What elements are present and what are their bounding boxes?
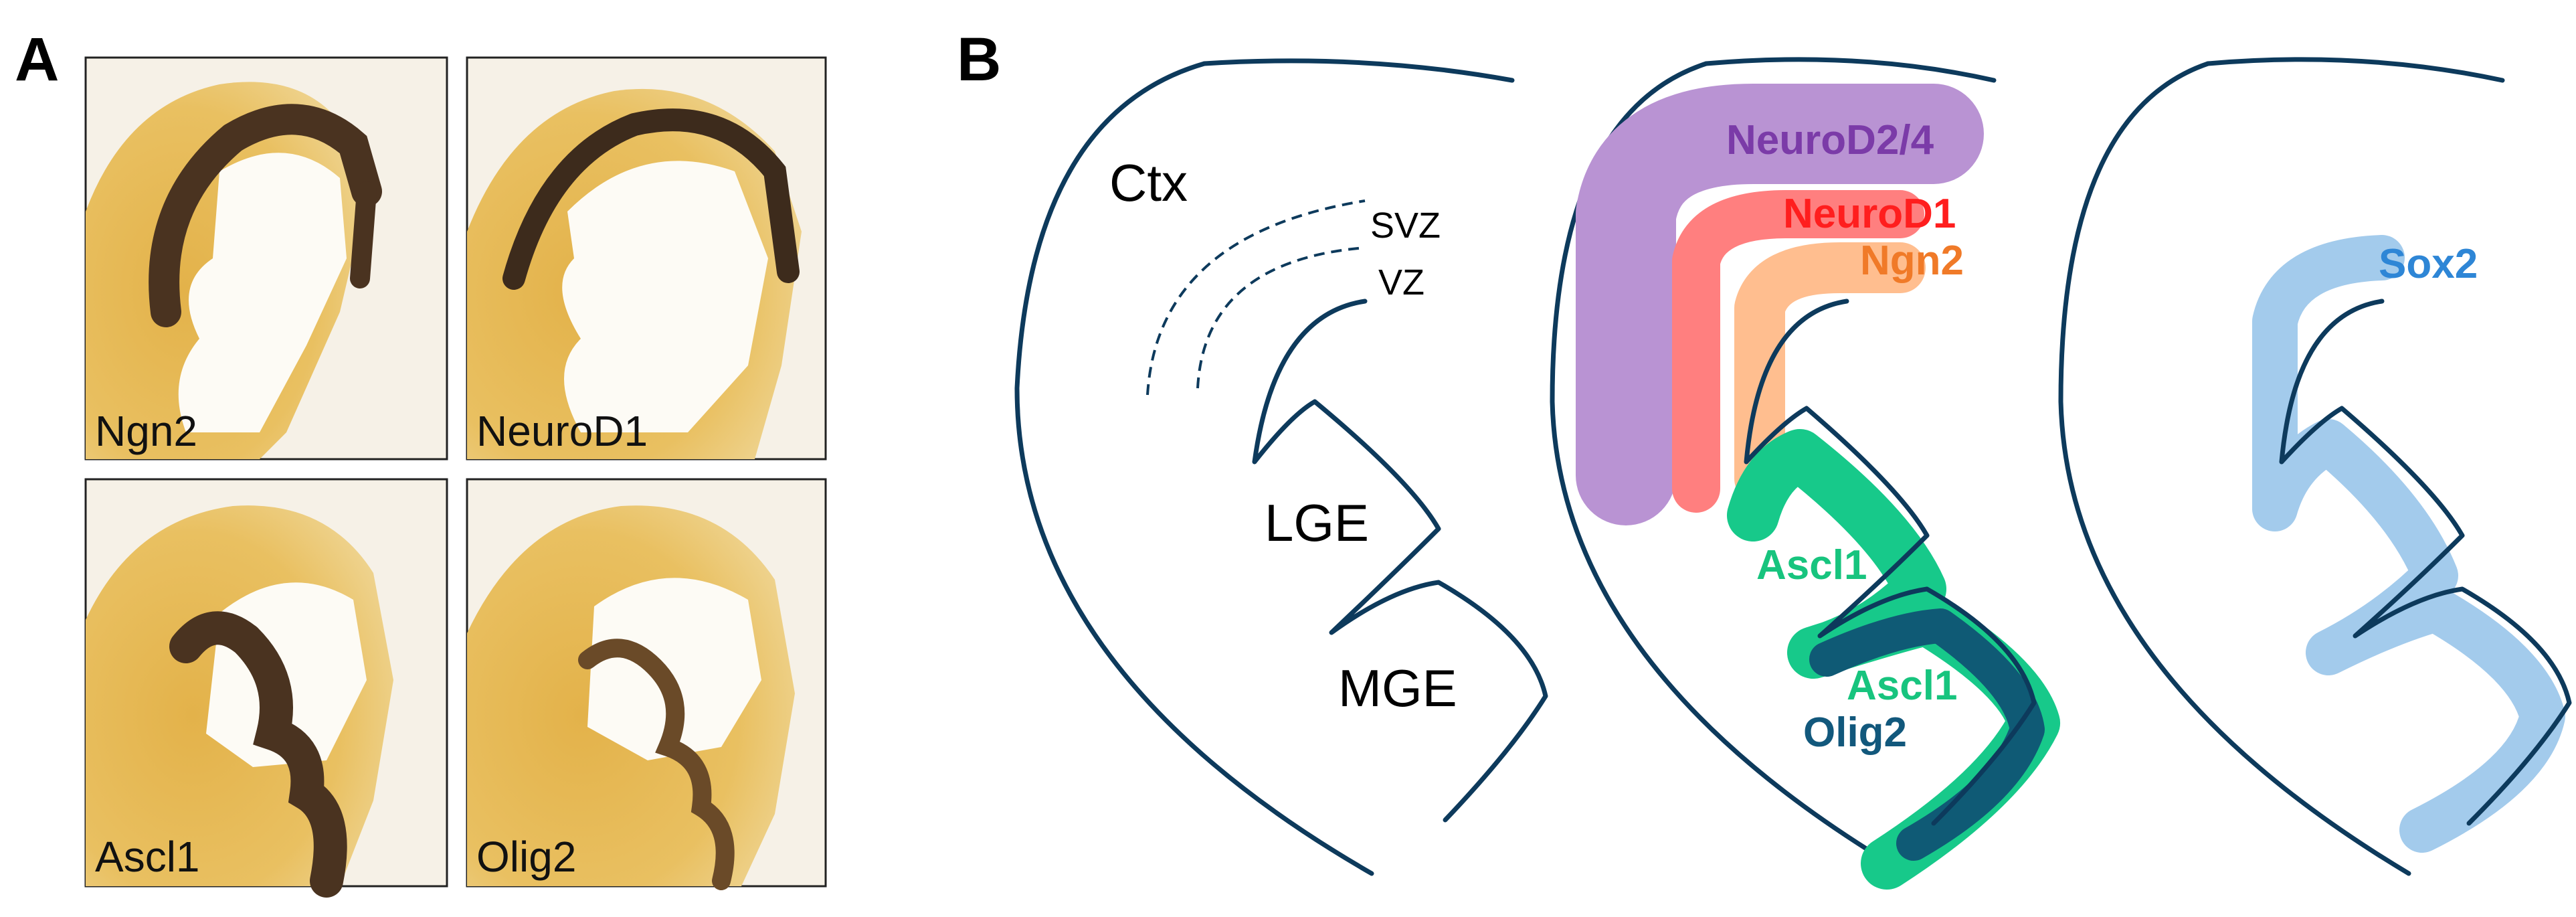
band-neurod1: [1672, 190, 1924, 513]
expression-diagram: NeuroD2/4 NeuroD1 Ngn2 Ascl1 Ascl1 Olig2: [1550, 57, 2060, 890]
cortex-top-left: [1202, 58, 1515, 83]
label-sox2: Sox2: [2379, 241, 2478, 287]
photo-label-olig2: Olig2: [476, 833, 576, 881]
anatomy-diagram: Ctx SVZ VZ LGE MGE: [1014, 58, 1548, 876]
sox2-diagram: Sox2: [2058, 57, 2572, 876]
photo-label-ascl1: Ascl1: [95, 833, 200, 881]
label-svz: SVZ: [1370, 205, 1441, 246]
label-ascl1-mge: Ascl1: [1847, 663, 1957, 709]
label-ngn2: Ngn2: [1860, 238, 1964, 284]
brain-outline-left: [1014, 61, 1374, 876]
photo-neurod1: NeuroD1: [466, 56, 827, 461]
photo-label-neurod1: NeuroD1: [476, 407, 648, 455]
ventricle-left: [1252, 299, 1548, 823]
photo-label-ngn2: Ngn2: [95, 407, 197, 455]
ventricle-right: [2279, 299, 2572, 826]
panel-b-letter: B: [957, 25, 1001, 94]
photo-olig2: Olig2: [466, 478, 827, 890]
ventricle-middle: [1744, 299, 2037, 826]
label-lge: LGE: [1265, 493, 1369, 552]
label-ascl1-lge: Ascl1: [1756, 542, 1867, 588]
photo-ngn2: Ngn2: [84, 56, 448, 461]
vz-line: [1196, 246, 1366, 389]
label-neurod24: NeuroD2/4: [1726, 117, 1934, 163]
cortex-top-middle: [1704, 57, 1997, 83]
label-olig2: Olig2: [1803, 710, 1907, 756]
brain-outline-right: [2058, 61, 2411, 876]
label-ctx: Ctx: [1109, 153, 1188, 212]
svz-line: [1146, 199, 1366, 396]
label-mge: MGE: [1338, 659, 1457, 718]
cortex-top-right: [2205, 57, 2505, 83]
band-olig2: [1809, 608, 2045, 861]
band-sox2: [2252, 235, 2565, 853]
label-vz: VZ: [1378, 262, 1424, 303]
band-ngn2: [1734, 242, 1926, 504]
label-neurod1: NeuroD1: [1783, 191, 1956, 237]
panel-a-letter: A: [15, 25, 59, 94]
photo-ascl1: Ascl1: [84, 478, 448, 898]
band-neurod24: [1576, 84, 1984, 525]
